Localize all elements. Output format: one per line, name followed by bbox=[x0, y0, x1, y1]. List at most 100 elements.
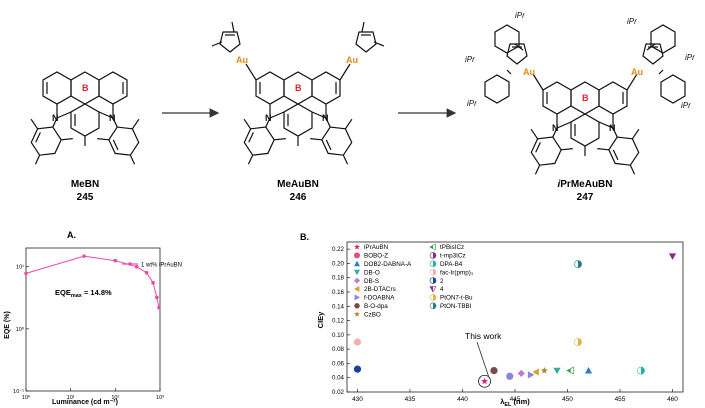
eqe-annotation-value: = 14.8% bbox=[82, 288, 112, 297]
legend-marker-half bbox=[433, 269, 436, 276]
eqe-data-point bbox=[155, 295, 159, 300]
nitrogen-label-2a: N bbox=[265, 113, 272, 123]
x-tick-label: 430 bbox=[352, 396, 363, 403]
panel-a-legend-marker bbox=[128, 262, 132, 266]
panel-b-y-axis-label: CIEy bbox=[316, 311, 325, 329]
ipr-label-1: iPr bbox=[515, 11, 525, 20]
compound-name-3-italic: i bbox=[557, 179, 560, 190]
ipr-label-2: iPr bbox=[465, 55, 475, 64]
this-work-label: This work bbox=[465, 331, 502, 341]
y-tick-label: 0.12 bbox=[332, 318, 345, 325]
scatter-point bbox=[527, 371, 535, 379]
legend-entry: tPBisICz bbox=[440, 244, 464, 251]
boron-label-1: B bbox=[82, 83, 89, 93]
legend-entry: f-DOABNA bbox=[364, 295, 395, 302]
scatter-point bbox=[668, 253, 677, 260]
eqe-annotation-main: EQE bbox=[55, 288, 71, 297]
y-tick-label: 0.04 bbox=[332, 375, 345, 382]
ipr-label-6: iPr bbox=[681, 101, 691, 110]
gold-label-2a: Au bbox=[236, 55, 248, 65]
compound-name-2: MeAuBN bbox=[277, 179, 319, 190]
scatter-point bbox=[353, 365, 362, 373]
scatter-point bbox=[532, 368, 539, 376]
panel-a-y-axis-label: EQE (%) bbox=[4, 311, 11, 339]
nitrogen-label-3b: N bbox=[609, 123, 616, 133]
legend-entry: iPrAuBN bbox=[364, 244, 389, 251]
eqe-data-point bbox=[144, 270, 149, 275]
legend-marker-half bbox=[433, 277, 436, 284]
eqe-data-point bbox=[151, 281, 155, 285]
x-tick-label: 460 bbox=[667, 396, 678, 403]
compound-number-3: 247 bbox=[577, 192, 594, 203]
legend-marker bbox=[354, 294, 360, 301]
compound-number-2: 246 bbox=[290, 192, 307, 203]
legend-marker-half bbox=[430, 245, 433, 249]
panel-a-legend-text: 1 wt% iPrAuBN bbox=[141, 263, 182, 269]
scatter-point bbox=[481, 377, 488, 385]
x-tick-label: 10² bbox=[111, 395, 119, 401]
eqe-annotation-sub: max bbox=[71, 293, 83, 299]
legend-marker-half bbox=[433, 260, 436, 267]
legend-marker-half bbox=[433, 294, 436, 301]
legend-entry: PtON-TBBI bbox=[440, 303, 472, 310]
this-work-highlight bbox=[478, 374, 491, 388]
legend-entry: PtON7-t-Bu bbox=[440, 295, 473, 302]
y-tick-label: 10⁻¹ bbox=[13, 389, 24, 395]
boron-label-3: B bbox=[582, 93, 589, 103]
compound-name-3-rest: PrMeAuBN bbox=[560, 179, 612, 190]
panel-b-x-axis-label: λEL (nm) bbox=[500, 397, 530, 408]
legend-marker bbox=[354, 277, 360, 284]
scatter-point-half bbox=[567, 368, 571, 373]
legend-marker-half bbox=[433, 302, 436, 309]
legend-entry: fac-Ir(pmp)₃ bbox=[440, 269, 474, 276]
legend-entry: BOBO-Z bbox=[364, 253, 388, 260]
x-tick-label: 10³ bbox=[156, 395, 164, 401]
legend-marker-half bbox=[430, 286, 433, 292]
y-tick-label: 0.14 bbox=[332, 303, 345, 310]
x-tick-label: 445 bbox=[510, 396, 521, 403]
scatter-point bbox=[541, 367, 548, 374]
eqe-data-point bbox=[134, 264, 139, 269]
y-tick-label: 10⁰ bbox=[16, 326, 25, 333]
legend-marker bbox=[354, 269, 360, 276]
legend-entry: 4 bbox=[440, 286, 444, 293]
eqe-data-point bbox=[157, 305, 161, 310]
x-tick-label: 10¹ bbox=[67, 395, 75, 401]
scatter-point bbox=[517, 369, 525, 378]
scatter-point-half bbox=[578, 260, 582, 268]
legend-entry: B-O-dpa bbox=[364, 303, 388, 310]
panel-b-label: B. bbox=[300, 232, 309, 242]
scatter-point bbox=[506, 372, 514, 380]
y-tick-label: 0.22 bbox=[332, 246, 345, 253]
panel-a-annotation: EQEmax = 14.8% bbox=[55, 288, 112, 299]
structure-meauabn: Au Au B N N bbox=[211, 21, 385, 175]
scatter-point-half bbox=[578, 338, 582, 346]
reaction-scheme: B N N Au Au B N N bbox=[14, 11, 695, 203]
panel-b-x-label-sub: EL bbox=[504, 402, 512, 408]
legend-entry: 2B-DTACrs bbox=[364, 286, 396, 293]
nitrogen-label-1b: N bbox=[109, 113, 116, 123]
nitrogen-label-3a: N bbox=[552, 123, 559, 133]
eqe-data-point bbox=[113, 258, 118, 263]
y-tick-label: 0.08 bbox=[332, 346, 345, 353]
this-work-pointer bbox=[476, 341, 489, 377]
compound-number-1: 245 bbox=[77, 192, 94, 203]
y-tick-label: 0.02 bbox=[332, 389, 345, 396]
legend-marker bbox=[354, 260, 360, 267]
eqe-data-point bbox=[24, 271, 28, 276]
scatter-point-half bbox=[641, 366, 645, 375]
legend-entry: 2 bbox=[440, 278, 444, 285]
legend-marker bbox=[354, 252, 360, 259]
y-tick-label: 0.10 bbox=[332, 332, 345, 339]
y-tick-label: 10¹ bbox=[16, 265, 24, 271]
compound-name-3: iPrMeAuBN bbox=[557, 179, 612, 190]
panel-b-x-label-main: λ bbox=[500, 397, 505, 406]
panel-a-legend: 1 wt% iPrAuBN bbox=[122, 262, 182, 269]
boron-label-2: B bbox=[295, 83, 302, 93]
legend-marker-half bbox=[433, 252, 436, 259]
